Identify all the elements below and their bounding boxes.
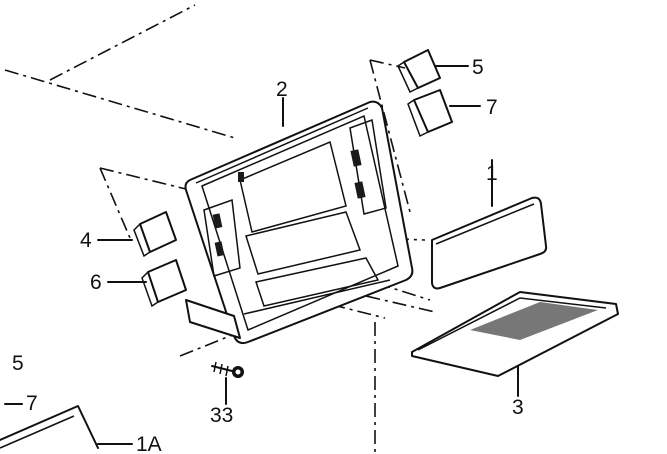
bezel-lower-lip — [185, 299, 241, 339]
callout-4: 4 — [80, 229, 92, 252]
cap-5 — [397, 49, 441, 94]
guide-line-top — [49, 4, 196, 81]
tray-grille — [470, 302, 598, 340]
callout-ref-5: 5 — [12, 352, 24, 375]
panel-1a — [0, 405, 99, 449]
bezel-frame — [184, 100, 414, 345]
callout-labels: 2 1 3 5 7 4 6 33 5 7 1A — [12, 56, 524, 454]
cap-7 — [407, 89, 453, 138]
cover-plate — [431, 196, 548, 290]
guide-line-left — [4, 69, 236, 139]
knob-4 — [133, 211, 177, 258]
guide-line-knob-left — [99, 167, 131, 239]
leader-lines — [4, 65, 519, 445]
callout-1: 1 — [486, 162, 498, 185]
guide-line-tray-c — [339, 289, 436, 313]
callout-2: 2 — [276, 78, 288, 101]
callout-5: 5 — [472, 56, 484, 79]
bezel-middle-window — [245, 211, 361, 275]
callout-1a: 1A — [136, 433, 162, 454]
callout-3: 3 — [512, 396, 524, 419]
knob-6 — [141, 259, 187, 308]
callout-ref-7: 7 — [26, 392, 38, 415]
guide-line-knob-top — [99, 167, 191, 191]
bezel-upper-window — [239, 140, 347, 233]
screw — [211, 361, 244, 378]
callout-7: 7 — [486, 96, 498, 119]
guide-line-cap-top — [369, 59, 406, 69]
tray — [411, 291, 619, 377]
callout-6: 6 — [90, 271, 102, 294]
bezel-knob-opening — [203, 198, 241, 277]
bezel-lower-window — [255, 257, 380, 307]
callout-33: 33 — [210, 404, 233, 427]
